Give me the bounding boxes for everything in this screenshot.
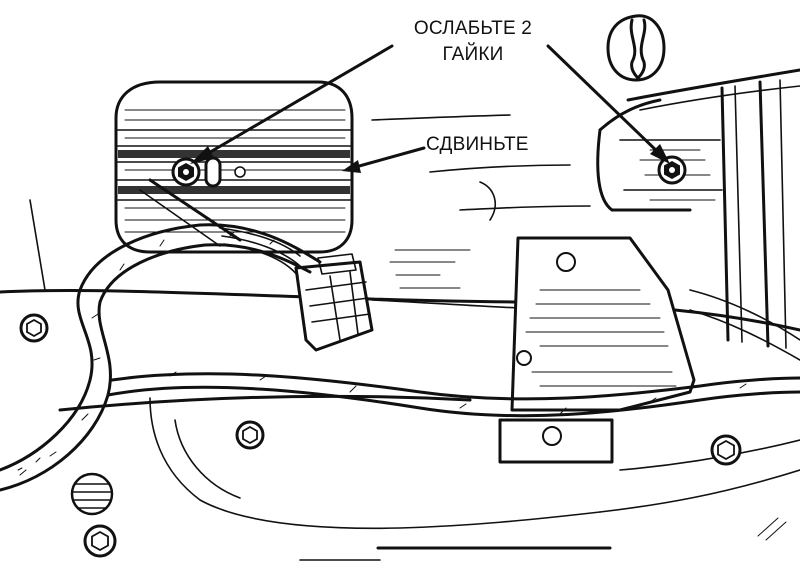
right-nut <box>657 155 687 185</box>
electrical-connector <box>294 253 374 352</box>
window-frame <box>596 68 800 361</box>
leader-arrow-loosen-right <box>546 44 670 164</box>
fastener-left-top <box>19 313 49 343</box>
door-panel <box>0 114 800 561</box>
wiring-harness <box>0 223 800 492</box>
fastener-right <box>710 434 742 466</box>
inset-detail <box>114 80 354 254</box>
leader-arrow-slide <box>342 146 426 173</box>
callout-loosen-line2: ГАЙКИ <box>442 44 504 65</box>
fastener-bottom-left <box>83 524 117 558</box>
screw-head-detail <box>606 14 666 82</box>
callout-slide: СДВИНЬТЕ <box>426 134 529 155</box>
plug-bottom-left <box>70 472 114 516</box>
module-bracket <box>498 236 696 464</box>
leader-arrow-loosen-left <box>190 44 394 164</box>
fastener-center <box>235 420 265 450</box>
callout-loosen-line1: ОСЛАБЬТЕ 2 <box>413 18 533 39</box>
callout-loosen-nuts: ОСЛАБЬТЕ 2 ГАЙКИ <box>398 16 548 68</box>
